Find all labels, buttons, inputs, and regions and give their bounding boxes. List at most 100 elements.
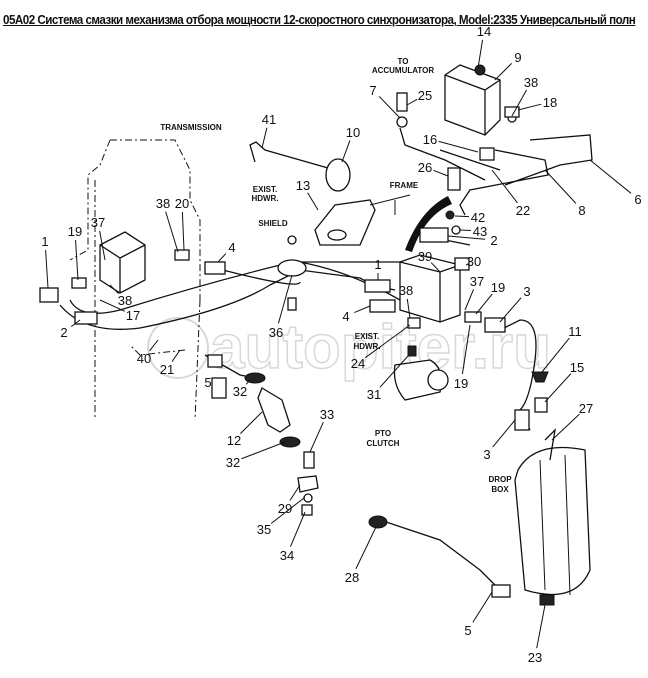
leader-line-10: [341, 140, 351, 163]
leader-line-16: [438, 140, 479, 153]
callout-5: 5: [464, 623, 471, 638]
leader-line-25: [406, 98, 418, 106]
callout-40: 40: [137, 351, 151, 366]
callout-4: 4: [228, 240, 235, 255]
pto-clutch-end: [427, 369, 449, 391]
leader-line-32: [245, 379, 251, 385]
plug-31: [407, 345, 417, 357]
callout-19: 19: [454, 376, 468, 391]
callout-31: 31: [367, 387, 381, 402]
callout-42: 42: [471, 210, 485, 225]
fitting-4-left: [204, 261, 226, 275]
callout-13: 13: [296, 178, 310, 193]
leader-line-37: [99, 230, 106, 261]
note-exist-mid-2: HDWR.: [353, 342, 380, 351]
callout-20: 20: [175, 196, 189, 211]
fill-tube-27: [544, 428, 556, 461]
callout-4: 4: [342, 309, 349, 324]
fitting-18: [504, 106, 520, 118]
washer-43: [451, 225, 461, 235]
callout-39: 39: [418, 249, 432, 264]
shield: [277, 259, 307, 277]
leader-line-31: [379, 355, 409, 388]
leader-line-18: [517, 103, 542, 111]
leader-lines: [45, 39, 632, 649]
leader-line-19: [75, 239, 79, 281]
fitting-5-bottom: [491, 584, 511, 598]
leader-line-36: [277, 274, 293, 324]
fitting-21: [207, 354, 223, 368]
leader-line-23: [536, 604, 546, 649]
callout-7: 7: [369, 83, 376, 98]
accumulator-10: [325, 158, 351, 192]
callout-14: 14: [477, 24, 491, 39]
leader-line-3: [499, 297, 522, 323]
callout-2: 2: [490, 233, 497, 248]
fitting-30: [454, 257, 470, 271]
leader-line-43: [459, 229, 472, 232]
fitting-16: [479, 147, 495, 161]
callout-15: 15: [570, 360, 584, 375]
note-to: TO: [398, 57, 409, 66]
callout-19: 19: [491, 280, 505, 295]
note-exist-mid-1: EXIST.: [355, 332, 379, 341]
leader-line-15: [544, 373, 572, 403]
callout-37: 37: [91, 215, 105, 230]
leader-line-20: [181, 211, 185, 251]
hose-3: [499, 319, 537, 431]
tube-41: [249, 141, 336, 171]
bolt-33: [303, 451, 315, 469]
fitting-1-left: [39, 287, 59, 303]
leader-line-12: [240, 411, 263, 434]
callout-22: 22: [516, 203, 530, 218]
callout-41: 41: [262, 112, 276, 127]
leader-line-28: [355, 526, 377, 570]
leader-line-21: [171, 349, 181, 362]
callout-29: 29: [278, 501, 292, 516]
callout-12: 12: [227, 433, 241, 448]
fitting-25: [396, 92, 408, 112]
leader-line-40: [149, 339, 159, 352]
bracket-hole: [327, 229, 347, 241]
leader-line-11: [541, 337, 570, 373]
clamp-28: [368, 515, 388, 529]
hose-5-bottom: [379, 519, 501, 591]
fitting-20: [174, 249, 190, 261]
callout-32: 32: [226, 455, 240, 470]
leader-line-4: [217, 253, 227, 263]
callout-24: 24: [351, 356, 365, 371]
bracket-13: [314, 199, 376, 246]
leader-line-42: [454, 215, 470, 218]
elbow-24: [407, 317, 421, 329]
note-exist-top-2: HDWR.: [251, 194, 278, 203]
exist-hdwr-bolt-mid: [287, 297, 297, 311]
filter-12: [257, 387, 291, 433]
fitting-2-left: [74, 311, 98, 325]
fitting-15: [534, 397, 548, 413]
plug-14: [474, 64, 486, 76]
leader-line-27: [551, 413, 580, 441]
callout-11: 11: [568, 324, 582, 339]
leader-line-30: [465, 263, 469, 266]
callout-28: 28: [345, 570, 359, 585]
diagram-title: 05A02 Система смазки механизма отбора мо…: [3, 13, 636, 27]
nut-34: [301, 504, 313, 516]
leader-line-39: [430, 262, 441, 273]
note-accumulator: ACCUMULATOR: [372, 66, 435, 75]
leader-line-7: [378, 96, 401, 119]
leader-line-1: [45, 249, 49, 289]
note-pto: PTO: [375, 429, 391, 438]
leader-line-2: [447, 235, 486, 240]
note-shield: SHIELD: [258, 219, 288, 228]
callout-21: 21: [160, 362, 174, 377]
leader-line-41: [261, 127, 268, 149]
callout-25: 25: [418, 88, 432, 103]
callout-34: 34: [280, 548, 294, 563]
leader-line-9: [494, 63, 512, 81]
valve-block-left: [99, 231, 146, 294]
callout-36: 36: [269, 325, 283, 340]
fitting-5-top: [211, 377, 227, 399]
note-drop: DROP: [488, 475, 512, 484]
tube-22: [439, 149, 501, 171]
